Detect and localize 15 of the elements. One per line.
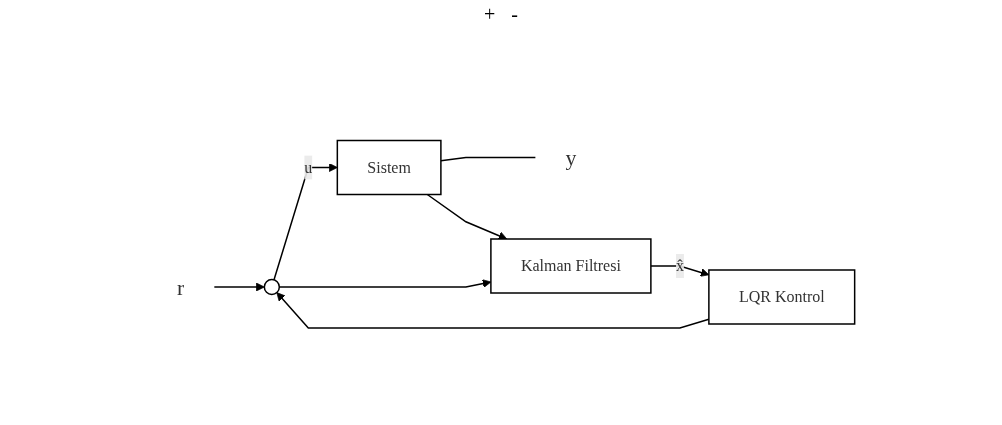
arrow bbox=[278, 278, 492, 288]
edge-label: u bbox=[304, 158, 313, 175]
sign-label: - bbox=[511, 2, 518, 26]
node-box: LQR Kontrol bbox=[708, 268, 856, 325]
sign-label: + bbox=[484, 2, 496, 26]
node-box: Kalman Filtresi bbox=[490, 237, 652, 294]
arrow bbox=[273, 162, 338, 281]
arrow bbox=[426, 193, 508, 240]
node-box: Sistem bbox=[336, 139, 442, 195]
arrow bbox=[213, 282, 265, 291]
node-text: r bbox=[177, 274, 185, 299]
arrow bbox=[276, 291, 710, 329]
node-text: y bbox=[565, 144, 577, 170]
edge-label: x̂ bbox=[676, 256, 685, 274]
node-circle bbox=[263, 278, 281, 295]
